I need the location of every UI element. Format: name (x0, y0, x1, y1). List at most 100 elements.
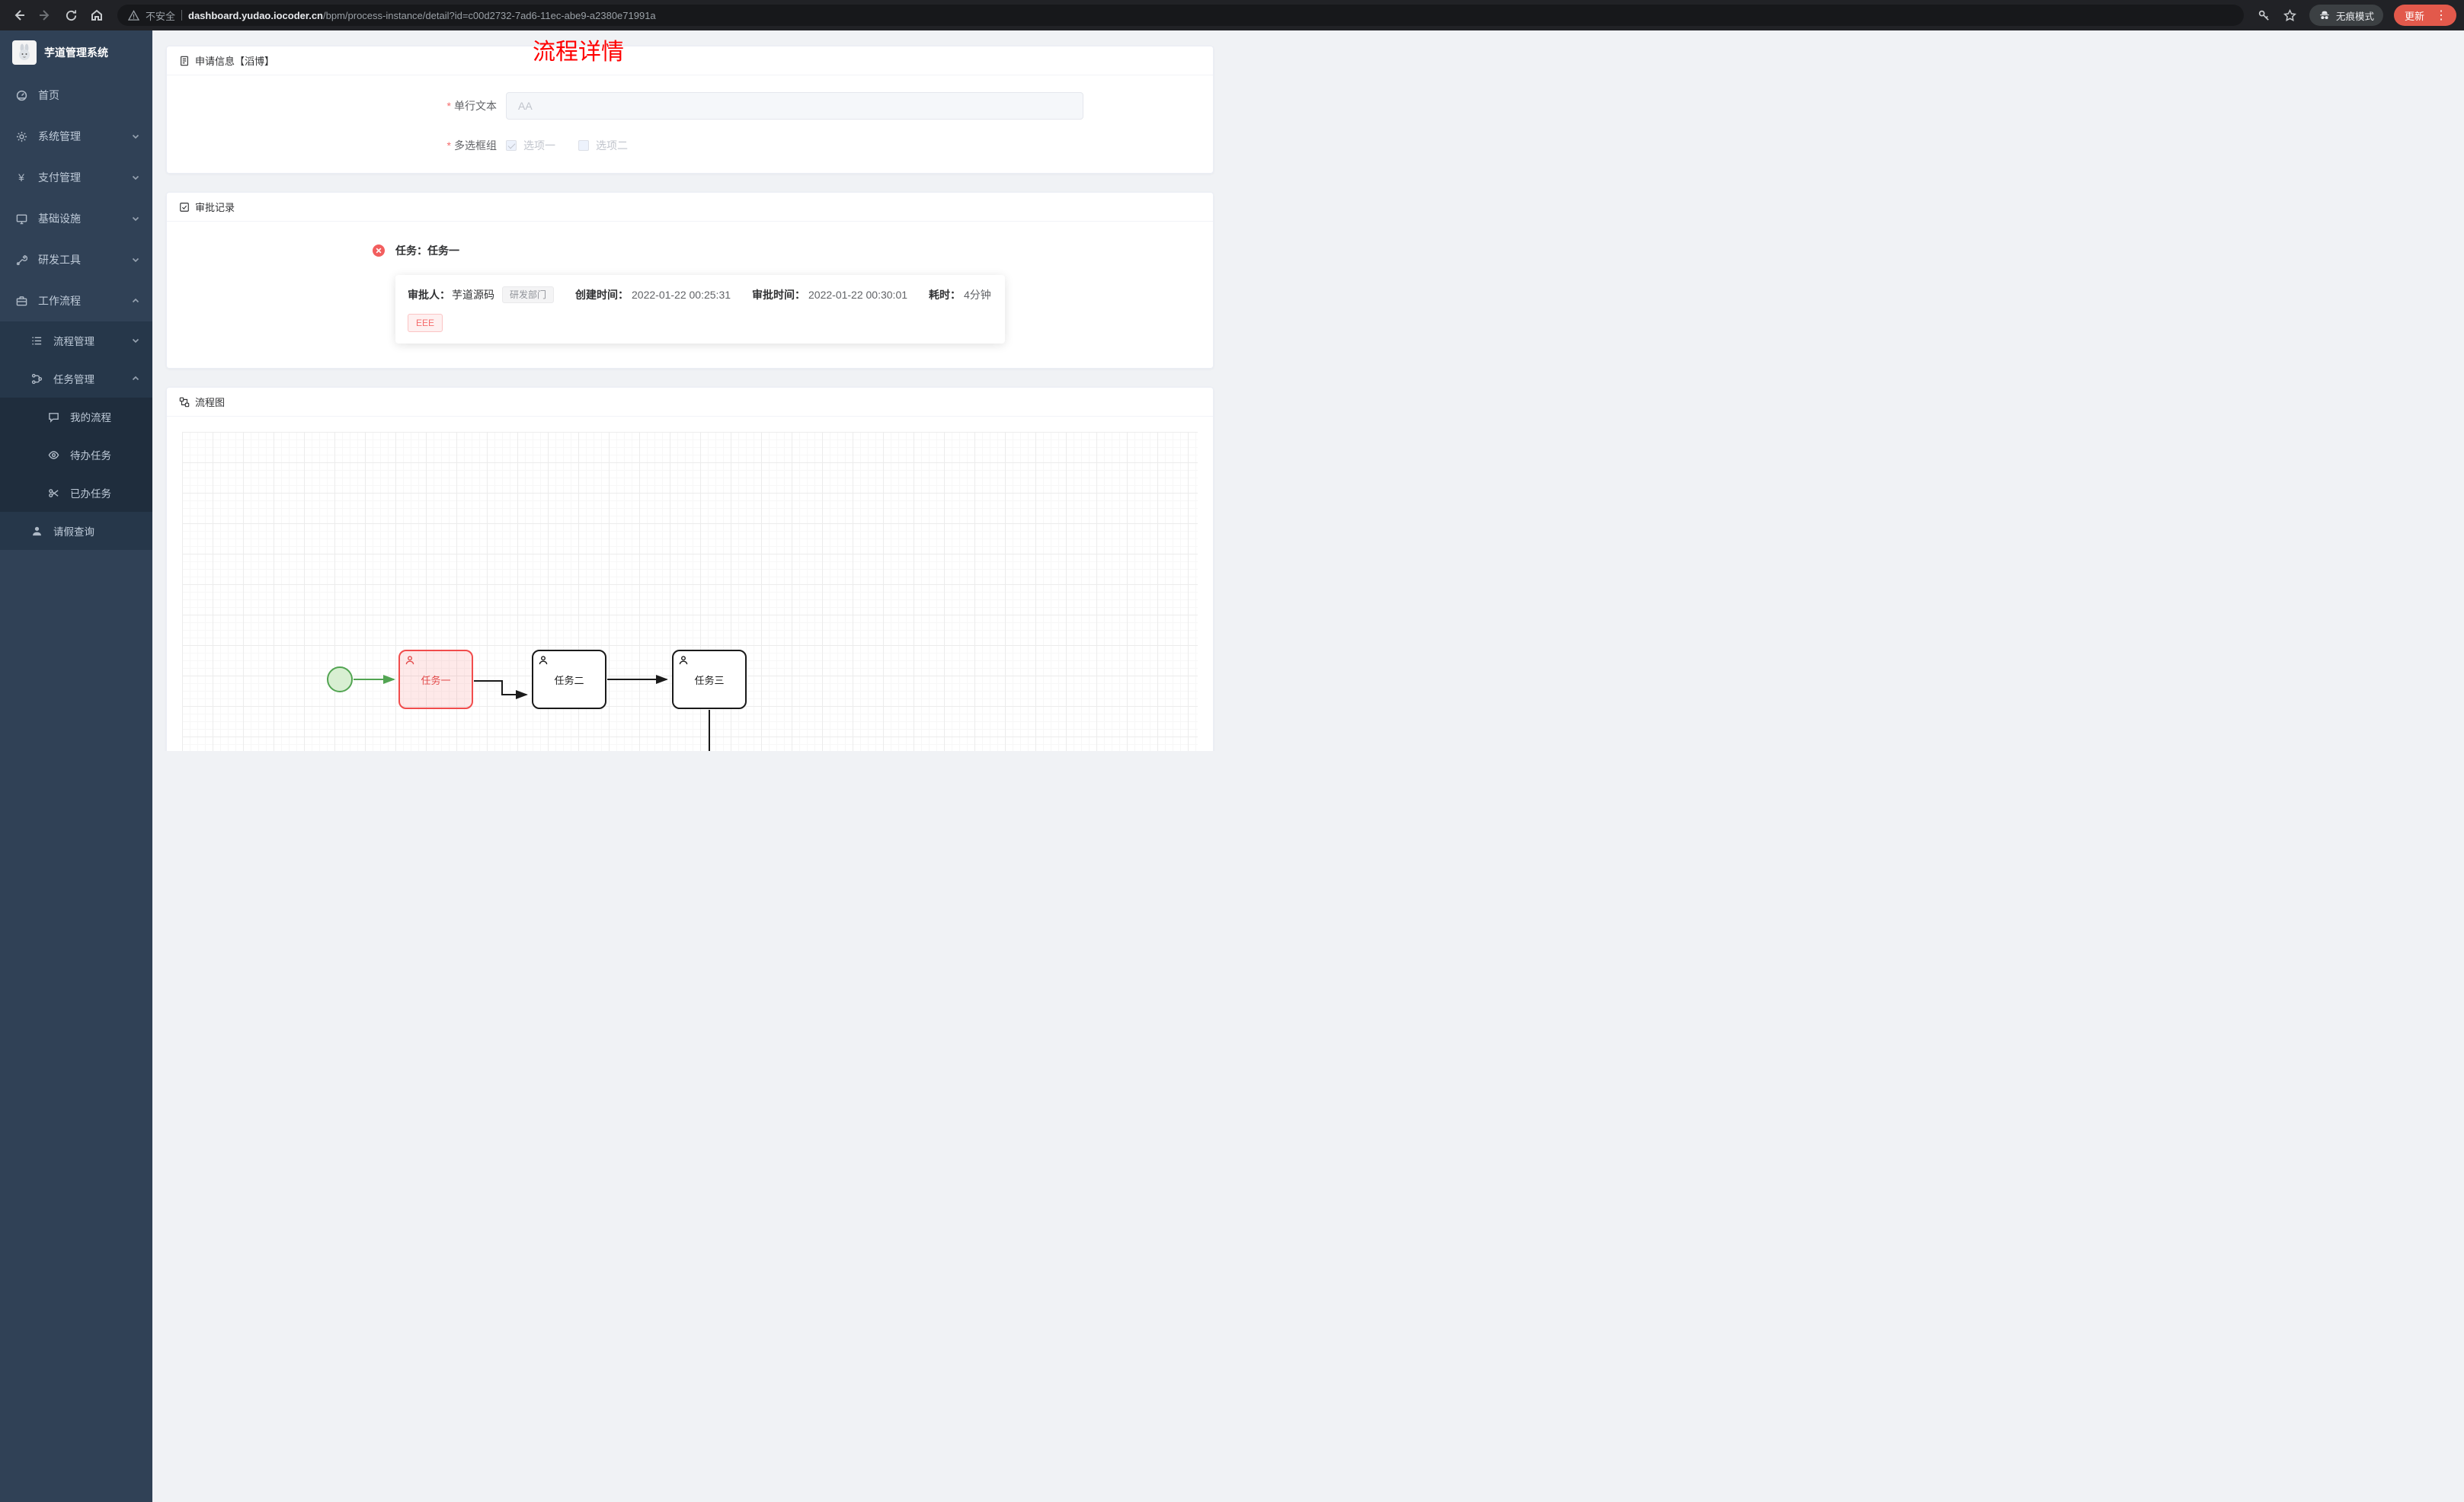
timeline-task-node: 任务：任务一 (373, 243, 1195, 258)
reload-icon (66, 9, 76, 21)
checkbox-icon (578, 140, 589, 151)
update-button[interactable]: 更新 ⋮ (2393, 5, 2456, 26)
user-task-icon (405, 656, 414, 665)
user-task-icon (679, 656, 688, 665)
department-tag: 研发部门 (502, 286, 555, 303)
sidebar-item-leave-query[interactable]: 请假查询 (0, 512, 152, 550)
chevron-down-icon (132, 338, 139, 344)
approval-records-card-title: 审批记录 (195, 202, 235, 213)
chevron-down-icon (132, 257, 139, 263)
chevron-up-icon (132, 298, 139, 303)
app-title: 芋道管理系统 (44, 46, 108, 59)
branch-icon (30, 372, 43, 385)
sidebar-item-process-management[interactable]: 流程管理 (0, 321, 152, 360)
monitor-icon (15, 213, 27, 225)
approved-time-field: 审批时间： 2022-01-22 00:30:01 (752, 289, 908, 301)
security-label: 不安全 (146, 10, 176, 22)
sidebar-item-workflow[interactable]: 工作流程 (0, 280, 152, 321)
sidebar-item-label: 基础设施 (38, 213, 81, 225)
app-logo[interactable]: 芋道管理系统 (0, 30, 152, 75)
field-label: *多选框组 (446, 139, 497, 152)
bpmn-task-one[interactable]: 任务一 (398, 650, 473, 709)
bookmark-button[interactable] (2279, 4, 2302, 27)
approval-timeline: 任务：任务一 审批人： 芋道源码 研发部门 创建时间： 2022-01-22 0… (167, 222, 1213, 368)
sidebar-item-home[interactable]: 首页 (0, 75, 152, 116)
sidebar-item-label: 支付管理 (38, 171, 81, 184)
created-time-field: 创建时间： 2022-01-22 00:25:31 (575, 289, 731, 301)
apply-form: *单行文本 *多选框组 选项一 选项二 (167, 75, 1213, 173)
checkbox-group: 选项一 选项二 (506, 138, 628, 153)
incognito-label: 无痕模式 (2335, 11, 2374, 22)
task-label: 任务二 (554, 674, 584, 686)
apply-info-card-header: 申请信息【滔博】 (167, 46, 1213, 75)
url-path: /bpm/process-instance/detail?id=c00d2732… (323, 9, 656, 21)
forward-icon (40, 10, 50, 21)
sidebar-item-payment[interactable]: ¥ 支付管理 (0, 157, 152, 198)
user-icon (30, 525, 43, 537)
task-label: 任务三 (694, 674, 725, 686)
bpmn-task-two[interactable]: 任务二 (532, 650, 606, 709)
sidebar-item-label: 流程管理 (53, 336, 94, 347)
flow-diagram-card: 流程图 任务一 (166, 387, 1214, 751)
created-time-value: 2022-01-22 00:25:31 (632, 289, 731, 301)
warning-icon (128, 9, 139, 21)
duration-field: 耗时： 4分钟 (929, 289, 991, 301)
chevron-down-icon (132, 175, 139, 181)
approval-comment-tag: EEE (408, 314, 443, 332)
update-label: 更新 (2404, 10, 2424, 22)
approval-records-card: 审批记录 任务：任务一 审批人： 芋道源码 研发部门 创建时间： 2022-01… (166, 192, 1214, 369)
password-key-button[interactable] (2253, 4, 2276, 27)
sidebar: 芋道管理系统 首页 系统管理 ¥ 支付管理 基础设施 研发工具 工作流程 流程管… (0, 30, 152, 1502)
star-icon (2283, 8, 2297, 21)
sidebar-item-todo-tasks[interactable]: 待办任务 (0, 436, 152, 474)
flow-diagram-card-header: 流程图 (167, 388, 1213, 417)
key-icon (2259, 10, 2270, 21)
sidebar-item-label: 已办任务 (70, 488, 111, 500)
sidebar-item-label: 系统管理 (38, 130, 81, 142)
incognito-badge: 无痕模式 (2309, 5, 2383, 26)
task-label: 任务一 (421, 674, 451, 686)
page-title: 流程详情 (533, 40, 624, 65)
back-icon (14, 10, 24, 21)
briefcase-icon (15, 295, 27, 307)
address-bar[interactable]: 不安全 dashboard.yudao.iocoder.cn/bpm/proce… (117, 5, 2244, 26)
browser-menu-kebab-icon[interactable]: ⋮ (2435, 9, 2447, 22)
bpmn-canvas[interactable]: 任务一 任务二 任务三 (182, 432, 1198, 751)
bpmn-task-three[interactable]: 任务三 (672, 650, 747, 709)
bpmn-start-event[interactable] (327, 666, 353, 692)
user-task-icon (539, 656, 548, 665)
apply-info-card-title: 申请信息【滔博】 (195, 56, 275, 67)
sidebar-item-my-processes[interactable]: 我的流程 (0, 398, 152, 436)
home-icon (91, 9, 102, 21)
flow-diagram-card-title: 流程图 (195, 397, 226, 408)
sidebar-item-task-management[interactable]: 任务管理 (0, 360, 152, 398)
approver-name: 芋道源码 (452, 289, 494, 301)
home-icon (15, 89, 27, 101)
forward-button[interactable] (34, 4, 56, 27)
chevron-down-icon (132, 134, 139, 139)
browser-toolbar: 不安全 dashboard.yudao.iocoder.cn/bpm/proce… (0, 0, 2464, 30)
chevron-up-icon (132, 376, 139, 381)
checkbox-option-one: 选项一 (506, 138, 555, 153)
form-row-text: *单行文本 (167, 92, 1213, 120)
sidebar-item-done-tasks[interactable]: 已办任务 (0, 474, 152, 512)
tools-icon (15, 254, 27, 266)
sidebar-item-devtools[interactable]: 研发工具 (0, 239, 152, 280)
flow-task1-to-task2 (474, 680, 528, 699)
main-content: 流程详情 申请信息【滔博】 *单行文本 *多选框组 选项一 (152, 30, 1232, 751)
checkbox-icon (506, 140, 517, 151)
required-asterisk: * (446, 139, 451, 152)
gear-icon (15, 130, 27, 142)
sidebar-item-label: 首页 (38, 89, 59, 101)
home-button[interactable] (85, 4, 108, 27)
checkbox-label: 选项二 (596, 139, 628, 152)
back-button[interactable] (8, 4, 30, 27)
apply-info-card: 申请信息【滔博】 *单行文本 *多选框组 选项一 选项二 (166, 46, 1214, 174)
sidebar-item-infrastructure[interactable]: 基础设施 (0, 198, 152, 239)
form-row-checkbox: *多选框组 选项一 选项二 (167, 138, 1213, 153)
reload-button[interactable] (59, 4, 82, 27)
approver-field: 审批人： 芋道源码 研发部门 (408, 286, 555, 303)
approval-record-icon (180, 202, 189, 212)
sidebar-item-system[interactable]: 系统管理 (0, 116, 152, 157)
yen-icon: ¥ (18, 171, 24, 184)
